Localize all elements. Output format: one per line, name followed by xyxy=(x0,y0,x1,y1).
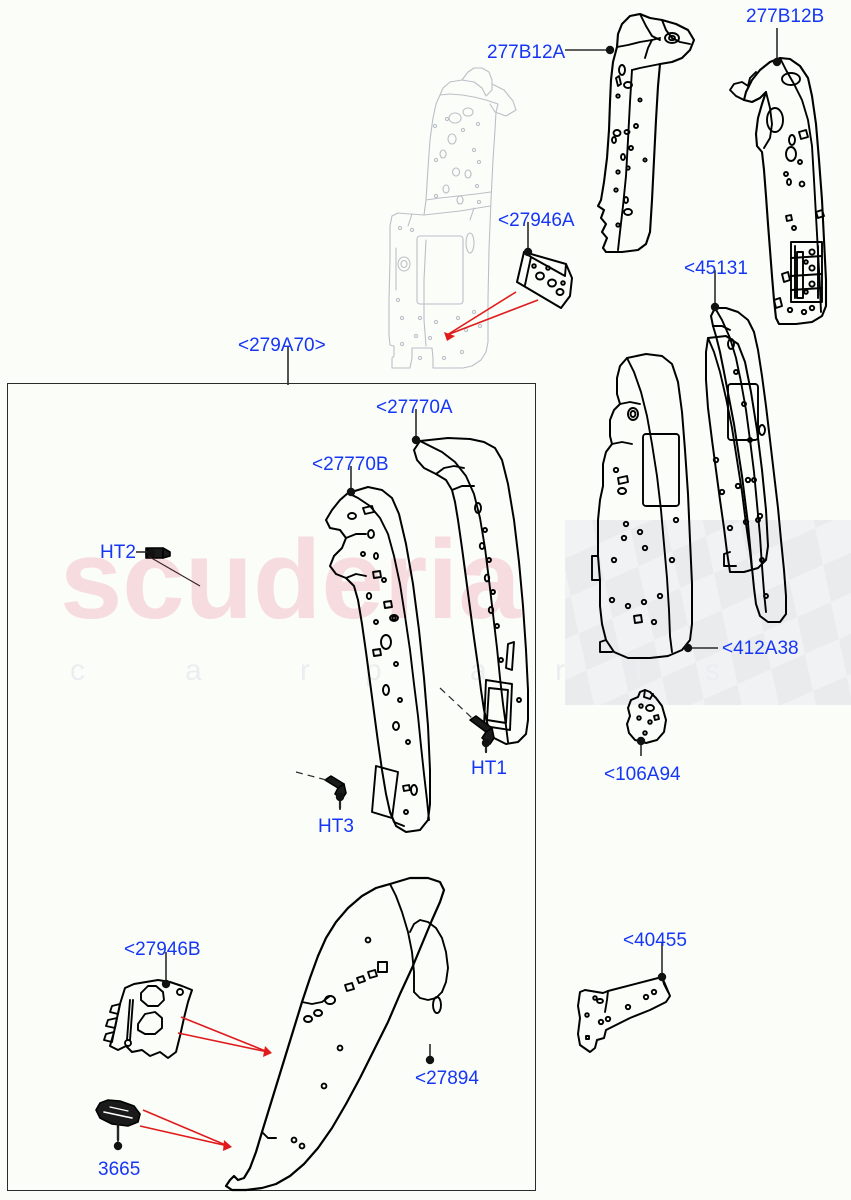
assembly-guides xyxy=(295,687,473,782)
part-277B12A xyxy=(596,12,696,254)
label-3665: 3665 xyxy=(98,1159,141,1180)
callout-dots xyxy=(113,45,782,1151)
label-27770B: <27770B xyxy=(312,454,389,475)
part-277B12B xyxy=(729,56,828,326)
label-27946B: <27946B xyxy=(124,939,201,960)
ht2-guide xyxy=(147,555,201,587)
part-412A38 xyxy=(591,353,693,659)
part-40455 xyxy=(577,976,671,1053)
label-277B12B: 277B12B xyxy=(746,6,825,27)
label-HT2: HT2 xyxy=(100,542,136,563)
label-412A38: <412A38 xyxy=(722,638,799,659)
part-27770B xyxy=(325,486,431,833)
red-assembly-arrows xyxy=(139,291,539,1151)
part-106A94 xyxy=(626,689,667,744)
label-27946A: <27946A xyxy=(498,210,575,231)
part-412A38-upper-section xyxy=(705,335,769,573)
label-277B12A: 277B12A xyxy=(487,42,566,63)
part-3665 xyxy=(95,1099,141,1142)
group-frame-279A70 xyxy=(7,383,536,1191)
label-HT1: HT1 xyxy=(471,758,507,779)
label-279A70: <279A70> xyxy=(238,335,326,356)
label-40455: <40455 xyxy=(623,930,687,951)
label-27894: <27894 xyxy=(415,1068,479,1089)
part-27894 xyxy=(224,876,449,1192)
label-27770A: <27770A xyxy=(376,397,453,418)
label-106A94: <106A94 xyxy=(604,764,681,785)
label-HT3: HT3 xyxy=(318,816,354,837)
label-45131: <45131 xyxy=(684,258,748,279)
